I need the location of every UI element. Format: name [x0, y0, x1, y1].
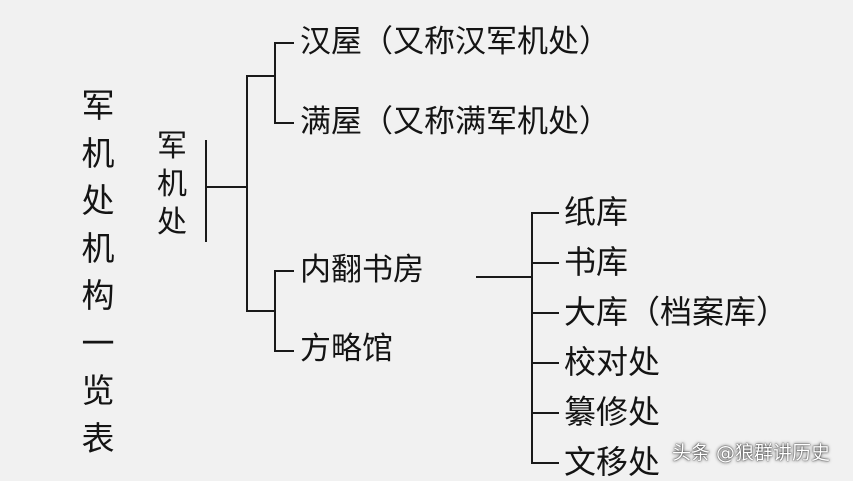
sub-tick: [531, 362, 559, 364]
chart-title: 军 机 处 机 构 一 览 表: [76, 82, 120, 462]
title-char: 一: [81, 323, 115, 363]
lower-arm: [246, 310, 274, 312]
sub-paper-store: 纸库: [564, 193, 629, 231]
title-char: 表: [81, 418, 115, 458]
root-char: 处: [157, 205, 187, 240]
root-char: 机: [157, 167, 187, 202]
sub-tick: [531, 462, 559, 464]
branch-translation-office: 内翻书房: [300, 252, 424, 288]
branch-tick: [274, 350, 294, 352]
main-trunk: [246, 75, 248, 311]
branch-fanglue-guan: 方略馆: [300, 331, 393, 367]
branch-han-wu: 汉屋（又称汉军机处）: [300, 24, 610, 60]
root-connector: [205, 186, 247, 188]
branch-tick: [274, 270, 294, 272]
sub-connector: [476, 276, 532, 278]
title-char: 机: [81, 133, 115, 173]
title-char: 机: [81, 228, 115, 268]
lower-bracket: [274, 270, 276, 351]
upper-arm: [246, 75, 274, 77]
sub-trunk: [531, 212, 533, 464]
sub-tick: [531, 312, 559, 314]
upper-bracket: [274, 42, 276, 123]
source-watermark: 头条 @狼群讲历史: [672, 442, 831, 464]
sub-book-store: 书库: [564, 243, 629, 281]
root-char: 军: [157, 129, 187, 164]
title-char: 处: [81, 181, 115, 220]
sub-dispatch-office: 文移处: [564, 443, 661, 481]
sub-tick: [531, 212, 559, 214]
branch-man-wu: 满屋（又称满军机处）: [300, 104, 610, 140]
title-char: 构: [81, 276, 115, 315]
title-char: 军: [81, 86, 115, 125]
branch-tick: [274, 42, 294, 44]
sub-archive-store: 大库（档案库）: [564, 293, 789, 331]
root-node: 军 机 处: [152, 128, 192, 242]
sub-tick: [531, 262, 559, 264]
root-bracket-line: [205, 140, 207, 242]
sub-proofreading-office: 校对处: [564, 343, 661, 381]
branch-tick: [274, 122, 294, 124]
sub-compilation-office: 纂修处: [564, 393, 661, 431]
title-char: 览: [81, 371, 115, 410]
sub-tick: [531, 412, 559, 414]
